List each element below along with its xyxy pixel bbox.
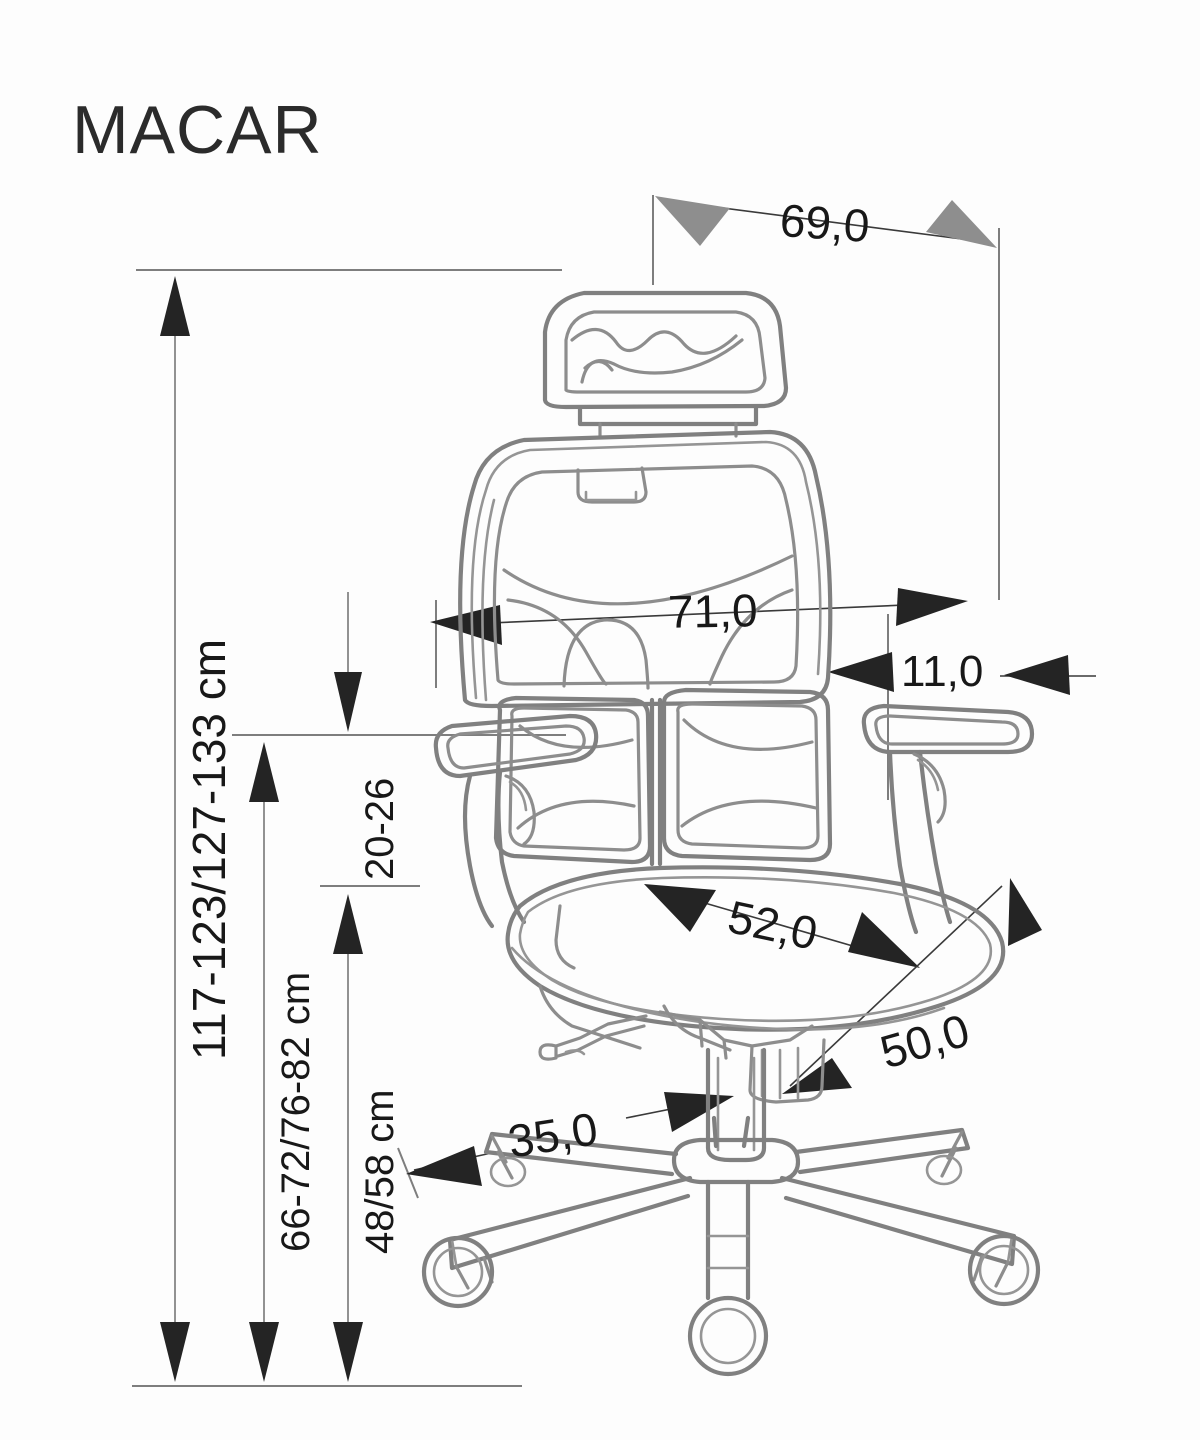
seat-width-dimension-52 <box>644 884 920 968</box>
dimension-label-backrest-width: 71,0 <box>667 584 758 638</box>
chair-tilt-mechanism <box>538 1004 826 1104</box>
dimension-label-armrest-offset: 11,0 <box>901 647 984 696</box>
dimension-label-armrest-adjust: 20-26 <box>358 777 402 880</box>
chair-base <box>421 1115 1041 1377</box>
base-dimension-35 <box>397 1092 734 1199</box>
dimension-label-overall-depth: 69,0 <box>778 193 872 253</box>
caster-rear-right <box>925 1154 963 1186</box>
chair-lumbar <box>493 687 833 867</box>
caster-rear-left <box>489 1156 527 1188</box>
page-title: MACAR <box>72 92 323 168</box>
depth-dimension-69 <box>652 195 1000 600</box>
chair-armrest-right <box>861 703 1035 935</box>
caster-front-left <box>421 1235 495 1309</box>
width-dimension-71 <box>430 588 968 688</box>
vertical-dimension-group <box>132 269 566 1387</box>
dimension-label-total-height: 117-123/127-133 cm <box>183 638 235 1060</box>
caster-center-front <box>687 1295 769 1377</box>
chair-backrest <box>458 429 833 709</box>
chair-headrest <box>542 290 789 438</box>
chair-armrest-left <box>433 713 599 929</box>
dimension-label-base-span: 35,0 <box>504 1102 602 1168</box>
dimension-label-seat-height: 48/58 cm <box>358 1089 402 1254</box>
offset-dimension-11 <box>828 614 1096 800</box>
dimension-label-seat-back-height: 66-72/76-82 cm <box>274 971 318 1252</box>
caster-front-right <box>967 1233 1041 1307</box>
